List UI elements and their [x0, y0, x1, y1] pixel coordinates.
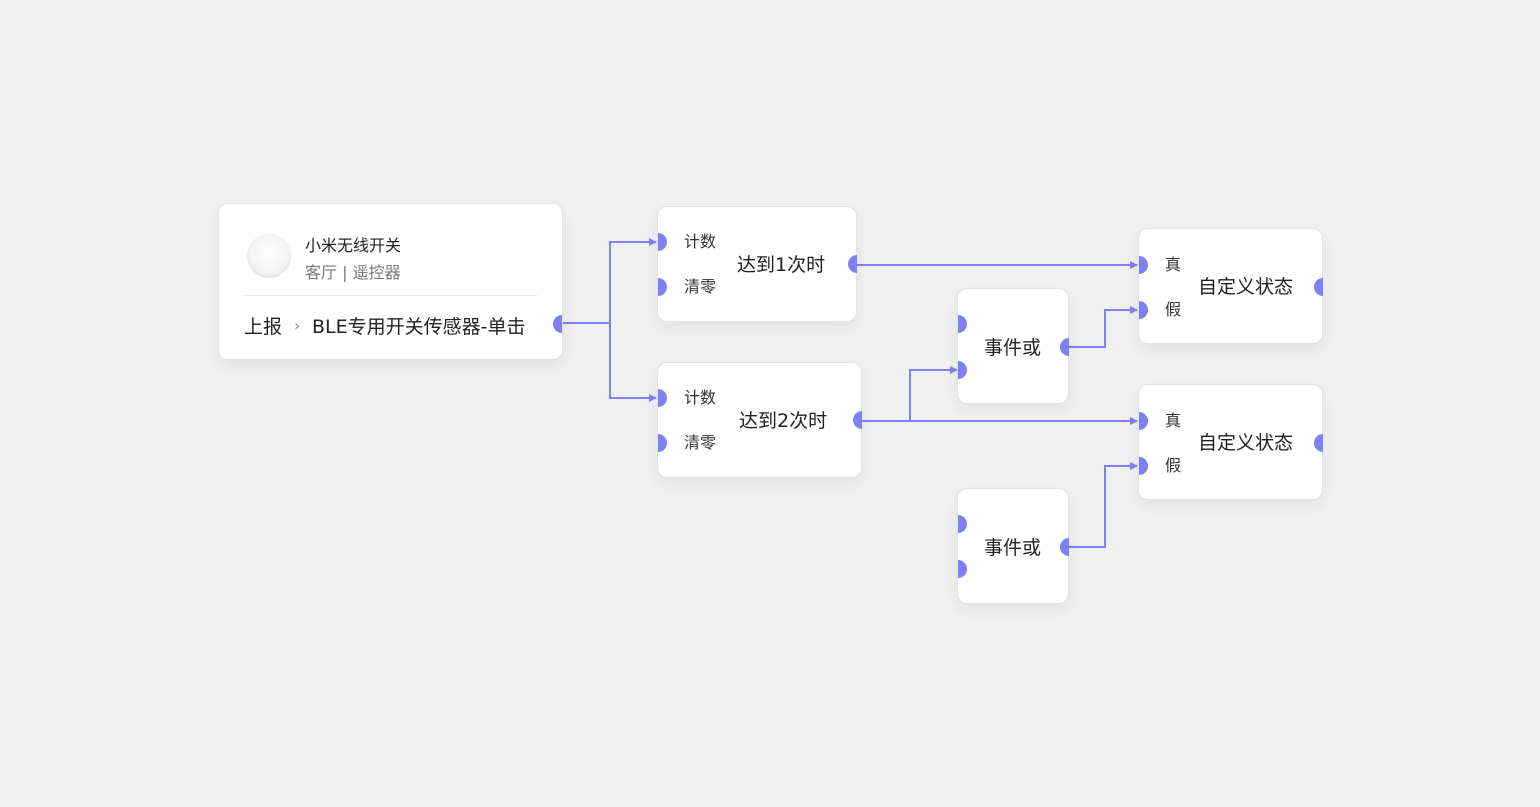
custom-state-node-2[interactable]: 真 假 自定义状态: [1138, 384, 1323, 500]
counter2-count-port[interactable]: [658, 389, 667, 407]
wire-counter2-to-or1[interactable]: [862, 366, 958, 422]
or2-output-port[interactable]: [1060, 538, 1069, 556]
event-name: BLE专用开关传感器-单击: [312, 316, 526, 338]
device-avatar: [247, 234, 291, 278]
wire-device-to-counter1[interactable]: [562, 238, 657, 324]
or1-output-port[interactable]: [1060, 338, 1069, 356]
wire-or1-to-state1-false[interactable]: [1069, 306, 1138, 348]
counter2-title: 达到2次时: [739, 410, 828, 432]
state2-output-port[interactable]: [1314, 434, 1323, 452]
device-location: 客厅 | 遥控器: [305, 263, 401, 282]
custom-state-node-1[interactable]: 真 假 自定义状态: [1138, 228, 1323, 344]
state2-false-label: 假: [1165, 456, 1182, 475]
counter2-count-label: 计数: [684, 388, 717, 407]
wire-device-to-counter2[interactable]: [562, 322, 657, 402]
event-or-node-2[interactable]: 事件或: [957, 488, 1069, 604]
state1-title: 自定义状态: [1198, 276, 1294, 298]
counter2-reset-port[interactable]: [658, 434, 667, 452]
state1-output-port[interactable]: [1314, 278, 1323, 296]
event-type: 上报: [244, 316, 283, 338]
chevron-right-icon: ›: [293, 316, 301, 335]
event-or-node-1[interactable]: 事件或: [957, 288, 1069, 404]
counter1-output-port[interactable]: [848, 255, 857, 273]
state2-false-port[interactable]: [1139, 457, 1148, 475]
or1-input-port-1[interactable]: [958, 315, 967, 333]
or2-input-port-1[interactable]: [958, 515, 967, 533]
event-row[interactable]: 上报 › BLE专用开关传感器-单击: [244, 312, 526, 339]
state1-false-port[interactable]: [1139, 301, 1148, 319]
counter1-count-port[interactable]: [658, 233, 667, 251]
state2-true-label: 真: [1165, 411, 1182, 430]
state2-title: 自定义状态: [1198, 432, 1294, 454]
or2-title: 事件或: [984, 537, 1042, 559]
wire-or2-to-state2-false[interactable]: [1069, 462, 1138, 548]
state1-false-label: 假: [1165, 300, 1182, 319]
or2-input-port-2[interactable]: [958, 560, 967, 578]
state1-true-label: 真: [1165, 255, 1182, 274]
counter-node-1[interactable]: 计数 清零 达到1次时: [657, 206, 857, 322]
counter1-title: 达到1次时: [737, 254, 826, 276]
or1-title: 事件或: [984, 337, 1042, 359]
device-trigger-node[interactable]: 小米无线开关 客厅 | 遥控器 上报 › BLE专用开关传感器-单击: [218, 203, 563, 360]
counter1-reset-port[interactable]: [658, 278, 667, 296]
counter1-count-label: 计数: [684, 232, 717, 251]
device-name: 小米无线开关: [305, 236, 402, 255]
counter1-reset-label: 清零: [684, 277, 717, 296]
divider: [244, 295, 537, 296]
state1-true-port[interactable]: [1139, 256, 1148, 274]
device-output-port[interactable]: [553, 315, 562, 333]
or1-input-port-2[interactable]: [958, 361, 967, 379]
counter2-reset-label: 清零: [684, 433, 717, 452]
state2-true-port[interactable]: [1139, 412, 1148, 430]
counter-node-2[interactable]: 计数 清零 达到2次时: [657, 362, 862, 478]
counter2-output-port[interactable]: [853, 411, 862, 429]
